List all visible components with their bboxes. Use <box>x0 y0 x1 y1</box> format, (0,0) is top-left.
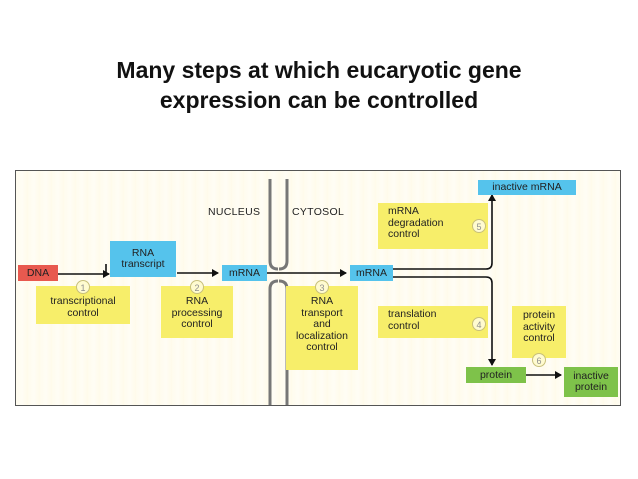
rna-transcript-line-2: transcript <box>121 258 165 270</box>
control-3-line-3: and <box>313 318 331 330</box>
inactive-mrna-label: inactive mRNA <box>492 181 562 193</box>
control-2-number: 2 <box>190 280 204 294</box>
protein-label: protein <box>479 368 513 381</box>
control-5-line-1: mRNA <box>388 205 419 217</box>
nucleus-label: NUCLEUS <box>208 206 261 218</box>
nuclear-envelope-left-lower <box>268 279 279 405</box>
protein-box: protein <box>466 367 526 383</box>
control-6-line-1: protein <box>522 309 556 321</box>
control-4-line-1: translation <box>388 308 437 320</box>
mrna-nucleus-box: mRNA <box>222 265 267 281</box>
control-3-line-1: RNA <box>310 295 334 307</box>
control-2-line-2: processing <box>171 306 223 319</box>
inactive-protein-line-2: protein <box>574 381 608 393</box>
gene-expression-diagram: NUCLEUS CYTOSOL DNA RNA transcript mRNA … <box>15 170 621 406</box>
control-6-number: 6 <box>532 353 546 367</box>
control-6-line-3: control <box>523 332 555 344</box>
control-1-line-2: control <box>67 306 99 319</box>
nuclear-envelope-right-upper <box>278 179 289 271</box>
control-3-line-2: transport <box>301 306 343 319</box>
control-5-mrna-degradation: mRNA degradation control <box>378 203 488 249</box>
arrow-mrna-to-protein <box>393 276 496 366</box>
control-6-line-2: activity <box>522 320 556 333</box>
control-3-rna-transport: RNA transport and localization control <box>286 286 358 370</box>
mrna-cytosol-box: mRNA <box>350 265 393 281</box>
control-5-line-2: degradation <box>388 216 444 229</box>
control-6-protein-activity: protein activity control <box>512 306 566 358</box>
mrna-cytosol-label: mRNA <box>356 266 387 279</box>
cytosol-label: CYTOSOL <box>292 206 345 218</box>
dna-label: DNA <box>26 266 50 279</box>
diagram-connectors <box>58 179 562 405</box>
mrna-nucleus-label: mRNA <box>229 266 260 279</box>
control-2-line-1: RNA <box>185 295 209 307</box>
control-4-number: 4 <box>472 317 486 331</box>
control-2-line-3: control <box>181 318 213 330</box>
rna-transcript-line-1: RNA <box>131 247 155 259</box>
control-2-rna-processing: RNA processing control <box>161 286 233 338</box>
control-5-line-3: control <box>388 228 420 240</box>
nuclear-envelope-left-upper <box>268 179 279 271</box>
inactive-protein-line-1: inactive <box>573 370 609 382</box>
control-5-number: 5 <box>472 219 486 233</box>
inactive-mrna-box: inactive mRNA <box>478 180 576 195</box>
slide-title: Many steps at which eucaryotic gene expr… <box>0 55 638 115</box>
control-4-translation: translation control <box>378 306 488 338</box>
arrow-mrna-to-inactive <box>393 194 496 270</box>
arrow-dna-to-transcript <box>58 264 107 275</box>
control-3-number: 3 <box>315 280 329 294</box>
control-1-line-1: transcriptional <box>50 295 116 307</box>
slide-title-line-1: Many steps at which eucaryotic gene <box>116 57 522 83</box>
control-4-line-2: control <box>388 319 420 332</box>
control-3-line-5: control <box>306 341 338 353</box>
control-1-number: 1 <box>76 280 90 294</box>
control-3-line-4: localization <box>296 329 348 342</box>
rna-transcript-box: RNA transcript <box>110 241 176 277</box>
inactive-protein-box: inactive protein <box>564 367 618 397</box>
dna-box: DNA <box>18 265 58 281</box>
slide-title-line-2: expression can be controlled <box>159 87 479 113</box>
